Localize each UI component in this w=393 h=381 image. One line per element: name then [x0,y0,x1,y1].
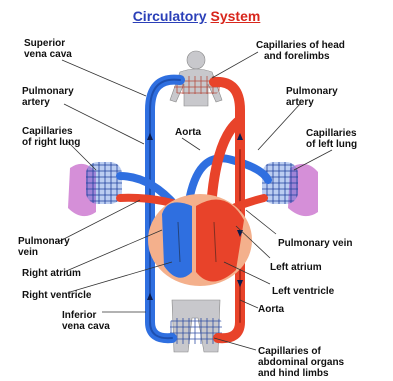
label-left-atrium: Left atrium [270,262,322,273]
label-aorta-top: Aorta [175,127,201,138]
label-aorta-bottom: Aorta [258,304,284,315]
heart [148,194,252,286]
label-pulmonary-vein-right: Pulmonary vein [278,238,352,249]
label-left-ventricle: Left ventricle [272,286,334,297]
label-right-atrium: Right atrium [22,268,81,279]
label-right-ventricle: Right ventricle [22,290,91,301]
